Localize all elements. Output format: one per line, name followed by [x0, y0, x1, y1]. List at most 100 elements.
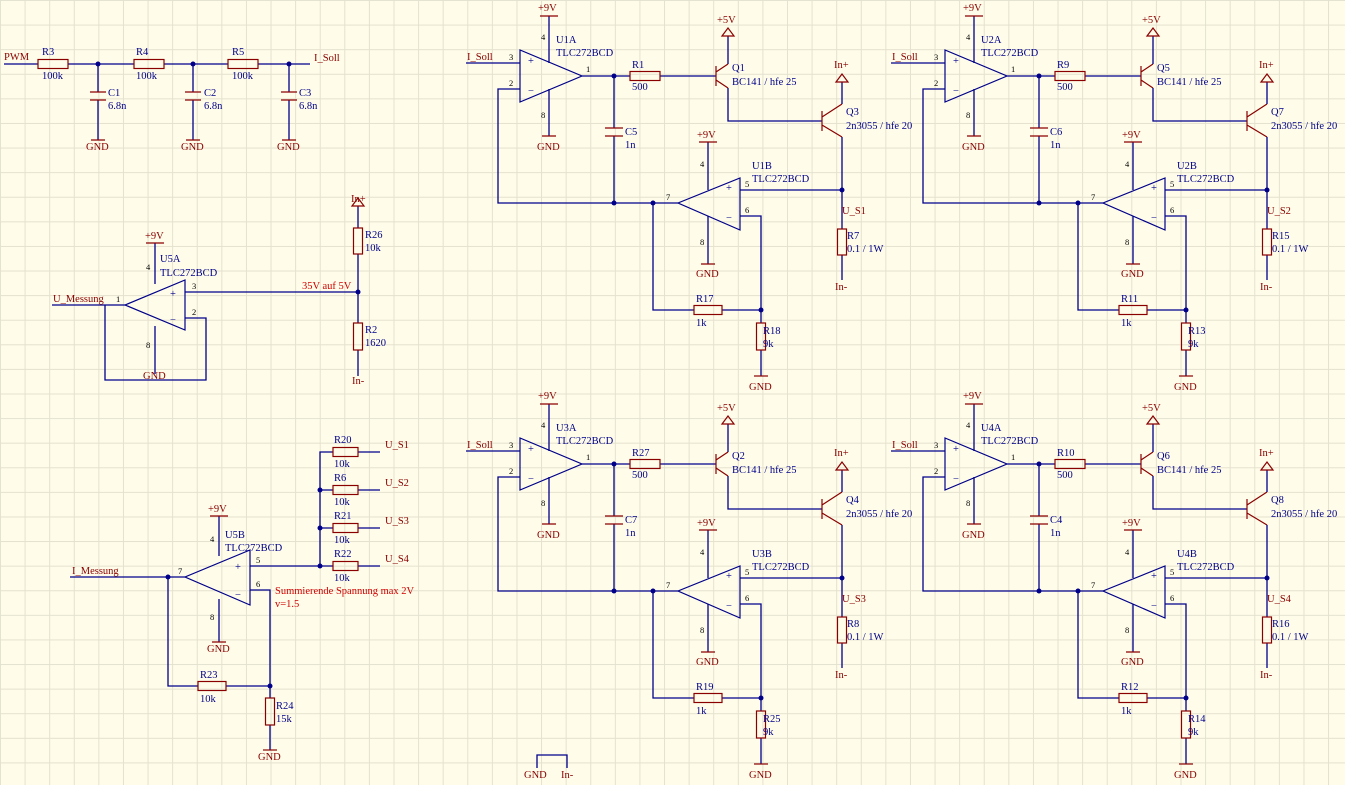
- q8-value: 2n3055 / hfe 20: [1271, 509, 1337, 520]
- r7-designator: R7: [847, 231, 859, 242]
- resistor-r9: [1054, 70, 1086, 82]
- r9-designator: R9: [1057, 60, 1069, 71]
- resistor-r12: [1118, 692, 1148, 704]
- u-s2-label: U_S2: [385, 478, 409, 489]
- r24-value: 15k: [276, 714, 293, 725]
- resistor-r27: [629, 458, 661, 470]
- resistor-r4: [133, 58, 165, 70]
- pin-5: 5: [1170, 179, 1174, 189]
- pin-4: 4: [700, 159, 705, 169]
- resistor-r18: [755, 322, 767, 351]
- supply-9v-label: +9V: [963, 3, 982, 14]
- pin-8: 8: [1125, 625, 1129, 635]
- gnd-label: GND: [696, 269, 719, 280]
- pin-plus: +: [726, 183, 732, 194]
- q7-value: 2n3055 / hfe 20: [1271, 121, 1337, 132]
- c2-value: 6.8n: [204, 101, 223, 112]
- u-s3-label: U_S3: [385, 516, 409, 527]
- in-minus-label: In-: [352, 376, 365, 387]
- supply-9v-label: +9V: [538, 391, 557, 402]
- in-minus-label: In-: [561, 770, 574, 781]
- r27-designator: R27: [632, 448, 650, 459]
- opamp-u4a-symbol: [944, 437, 1009, 491]
- pwm-label: PWM: [4, 52, 30, 63]
- i-soll-label: I_Soll: [467, 52, 493, 63]
- q2-designator: Q2: [732, 451, 745, 462]
- r22-value: 10k: [334, 573, 351, 584]
- pin-6: 6: [1170, 593, 1174, 603]
- pin-minus: −: [953, 86, 959, 97]
- r6-value: 10k: [334, 497, 351, 508]
- supply-5v-label: +5V: [717, 403, 736, 414]
- gnd-label: GND: [962, 530, 985, 541]
- c3-designator: C3: [299, 88, 311, 99]
- resistor-r15: [1261, 228, 1273, 256]
- pin-8: 8: [700, 625, 704, 635]
- pin-4: 4: [700, 547, 705, 557]
- r18-designator: R18: [763, 326, 781, 337]
- pin-8: 8: [146, 340, 150, 350]
- u-s3-label: U_S3: [842, 594, 866, 605]
- gnd-label: GND: [749, 382, 772, 393]
- r26-value: 10k: [365, 243, 382, 254]
- pin-1: 1: [1011, 452, 1015, 462]
- u1a-part: TLC272BCD: [556, 48, 614, 59]
- i-messung-label: I_Messung: [72, 566, 119, 577]
- gnd-label: GND: [537, 530, 560, 541]
- r14-value: 9k: [1188, 727, 1199, 738]
- r4-value: 100k: [136, 71, 158, 82]
- pin-4: 4: [210, 534, 215, 544]
- r23-designator: R23: [200, 670, 218, 681]
- r20-value: 10k: [334, 459, 351, 470]
- gnd-label: GND: [749, 770, 772, 781]
- c7-value: 1n: [625, 528, 636, 539]
- pin-plus: +: [953, 444, 959, 455]
- supply-9v-label: +9V: [208, 504, 227, 515]
- c3-value: 6.8n: [299, 101, 318, 112]
- u1a-designator: U1A: [556, 35, 577, 46]
- resistor-r1: [629, 70, 661, 82]
- pin-minus: −: [1151, 213, 1157, 224]
- pin-7: 7: [666, 192, 670, 202]
- u1b-designator: U1B: [752, 161, 772, 172]
- r8-designator: R8: [847, 619, 859, 630]
- pin-plus: +: [726, 571, 732, 582]
- channel-2: + − U2A TLC272BCD +9V 4 8 GND I_Soll 3 2…: [891, 3, 1337, 393]
- pin-7: 7: [1091, 580, 1095, 590]
- opamp-u1a-symbol: [519, 49, 584, 103]
- in-plus-label: In+: [1259, 448, 1274, 459]
- q2-value: BC141 / hfe 25: [732, 465, 796, 476]
- pin-minus: −: [528, 474, 534, 485]
- c5-designator: C5: [625, 127, 637, 138]
- r20-designator: R20: [334, 435, 352, 446]
- in-plus-label: In+: [1259, 60, 1274, 71]
- pin-7: 7: [666, 580, 670, 590]
- summer-annotation: Summierende Spannung max 2V: [275, 586, 415, 597]
- pin-minus: −: [1151, 601, 1157, 612]
- r2-value: 1620: [365, 338, 386, 349]
- r16-designator: R16: [1272, 619, 1290, 630]
- r25-value: 9k: [763, 727, 774, 738]
- u5a-part: TLC272BCD: [160, 268, 218, 279]
- gnd-label: GND: [277, 142, 300, 153]
- i-soll-label: I_Soll: [892, 52, 918, 63]
- pin-4: 4: [541, 32, 546, 42]
- pin-8: 8: [700, 237, 704, 247]
- r12-designator: R12: [1121, 682, 1139, 693]
- c6-value: 1n: [1050, 140, 1061, 151]
- pin-8: 8: [210, 612, 214, 622]
- gnd-label: GND: [537, 142, 560, 153]
- channel-3: + − U3A TLC272BCD +9V 4 8 GND I_Soll 3 2…: [466, 391, 912, 781]
- q1-designator: Q1: [732, 63, 745, 74]
- r11-designator: R11: [1121, 294, 1138, 305]
- resistor-r26: [352, 227, 364, 255]
- r2-designator: R2: [365, 325, 377, 336]
- pin-6: 6: [1170, 205, 1174, 215]
- opamp-u5b-symbol: [183, 549, 251, 606]
- in-minus-label: In-: [835, 282, 848, 293]
- c2-designator: C2: [204, 88, 216, 99]
- pin-minus: −: [170, 315, 176, 326]
- in-plus-label: In+: [834, 448, 849, 459]
- r26-designator: R26: [365, 230, 383, 241]
